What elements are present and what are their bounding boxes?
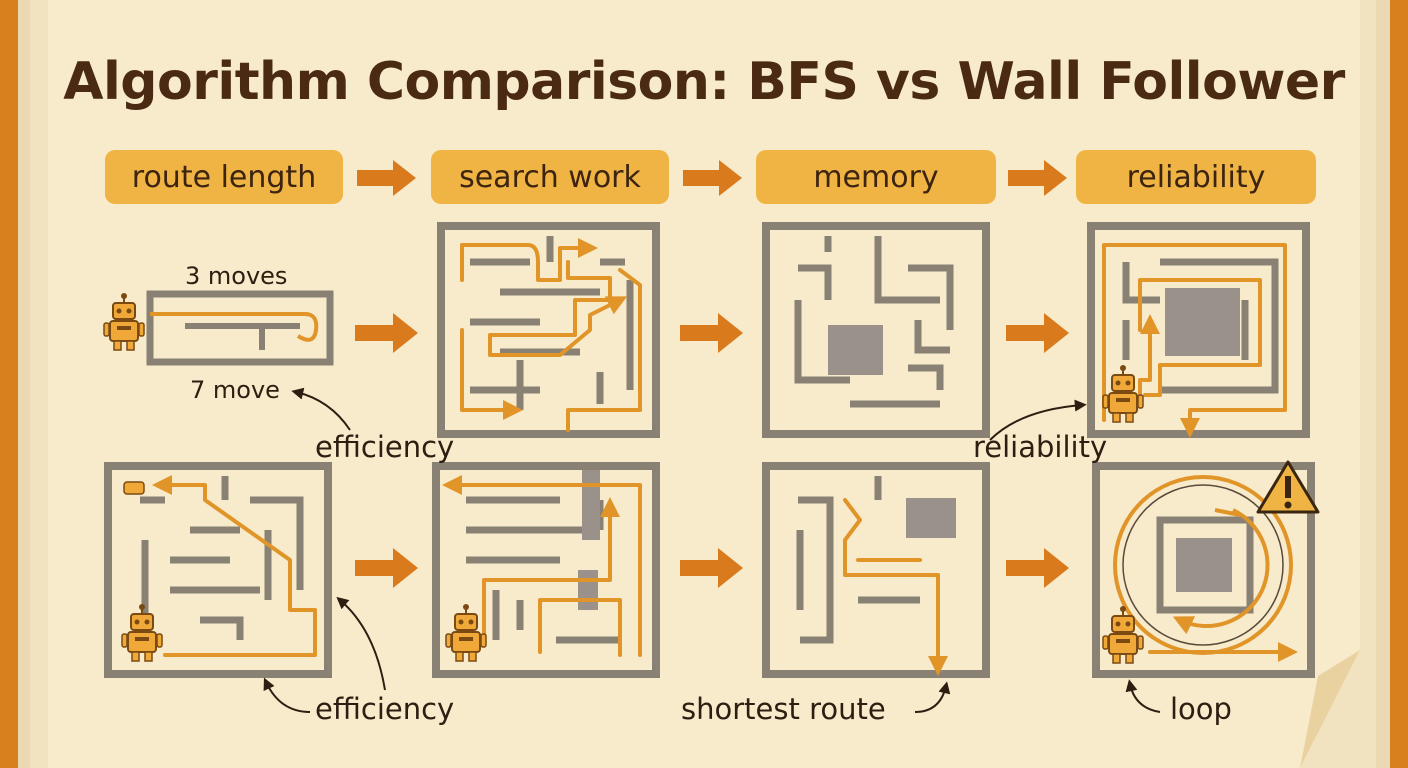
label-efficiency-bottom: efficiency bbox=[315, 692, 455, 726]
header-search-work: search work bbox=[431, 150, 669, 204]
search-paths bbox=[152, 238, 1298, 676]
small-maze bbox=[103, 290, 334, 366]
header-reliability: reliability bbox=[1076, 150, 1316, 204]
header-route-length: route length bbox=[105, 150, 343, 204]
header-flow-arrows bbox=[357, 160, 1067, 196]
label-reliability: reliability bbox=[973, 430, 1108, 464]
goal-marker-icon bbox=[123, 481, 145, 495]
annotation-arrows bbox=[263, 387, 1161, 713]
row-flow-arrows bbox=[355, 313, 1069, 588]
label-7-move: 7 move bbox=[190, 376, 280, 404]
header-memory: memory bbox=[756, 150, 996, 204]
loop-circles bbox=[1113, 475, 1293, 655]
maze-blocks bbox=[578, 288, 1240, 610]
label-loop: loop bbox=[1170, 692, 1232, 726]
label-efficiency-top: efficiency bbox=[315, 430, 455, 464]
label-shortest-route: shortest route bbox=[681, 692, 886, 726]
page-title: Algorithm Comparison: BFS vs Wall Follow… bbox=[63, 52, 1345, 112]
label-3-moves: 3 moves bbox=[185, 262, 288, 290]
warning-icon bbox=[1256, 460, 1320, 514]
